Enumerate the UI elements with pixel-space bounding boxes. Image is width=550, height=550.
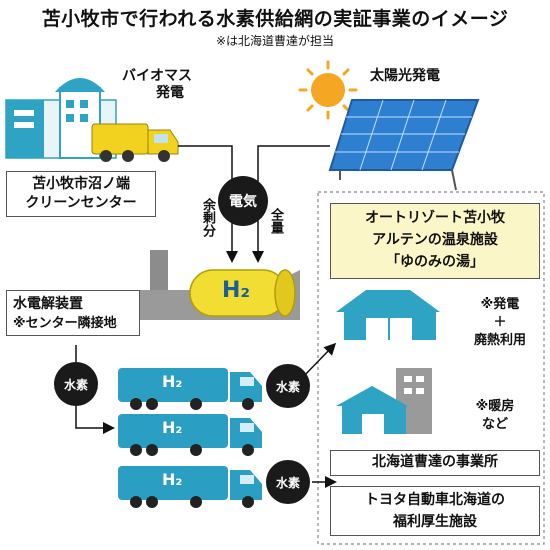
truck-1-h2-label: H₂ <box>162 372 183 391</box>
heating-note-line-2: など <box>481 417 508 432</box>
biomass-label: バイオマス 発電 <box>122 68 192 102</box>
page-title: 苫小牧市で行われる水素供給網の実証事業のイメージ <box>41 8 509 30</box>
solar-label: 太陽光発電 <box>370 68 440 84</box>
hydrogen-circle-upper: 水素 <box>266 364 310 408</box>
electrolyzer-plant-icon <box>140 250 300 320</box>
electrolyzer-line-1: 水電解装置 <box>13 296 83 312</box>
electricity-circle: 電気 <box>218 176 268 226</box>
electrolyzer-line-2: ※センター隣接地 <box>13 316 117 331</box>
soda-office-icon <box>336 368 432 434</box>
sun-icon <box>298 60 358 120</box>
hot-spring-facility-icon <box>336 290 440 340</box>
tank-h2-label: H₂ <box>222 278 251 303</box>
power-note-line-1: ※発電 <box>480 297 520 312</box>
hydrogen-truck-2-icon <box>118 414 262 456</box>
hydrogen-truck-3-icon <box>118 466 262 508</box>
resort-line-2: アルテンの温泉施設 <box>372 232 498 248</box>
truck-2-h2-label: H₂ <box>162 418 183 437</box>
full-amount-label: 全量 <box>268 208 283 234</box>
solar-panel-icon <box>328 99 480 191</box>
biomass-label-line-1: バイオマス <box>122 68 192 84</box>
power-note-line-3: 廃熱利用 <box>473 333 526 348</box>
hydrogen-circle-left: 水素 <box>54 362 98 406</box>
toyota-line-2: 福利厚生施設 <box>393 514 477 530</box>
heating-note: ※暖房 など <box>460 398 530 434</box>
hydrogen-truck-1-icon <box>118 368 262 410</box>
power-note-line-2: ＋ <box>493 315 507 330</box>
clean-center-line-1: 苫小牧市沼ノ端 <box>32 176 130 192</box>
soda-office-box: 北海道曹達の事業所 <box>330 450 540 476</box>
hydrogen-circle-lower: 水素 <box>266 460 310 504</box>
power-heat-note: ※発電 ＋ 廃熱利用 <box>460 296 540 350</box>
biomass-label-line-2: 発電 <box>156 85 184 101</box>
toyota-box: トヨタ自動車北海道の 福利厚生施設 <box>330 486 540 536</box>
biomass-plant-icon <box>5 78 117 159</box>
heating-note-line-1: ※暖房 <box>475 399 515 414</box>
resort-line-3: 「ゆのみの湯」 <box>386 254 484 270</box>
page-subtitle: ※は北海道曹達が担当 <box>215 34 335 48</box>
toyota-line-1: トヨタ自動車北海道の <box>365 492 505 508</box>
electrolyzer-box: 水電解装置 ※センター隣接地 <box>6 290 140 336</box>
garbage-truck-icon <box>91 123 179 162</box>
resort-box: オートリゾート苫小牧 アルテンの温泉施設 「ゆのみの湯」 <box>330 203 540 279</box>
clean-center-line-2: クリーンセンター <box>25 195 137 211</box>
resort-line-1: オートリゾート苫小牧 <box>365 210 505 226</box>
clean-center-box: 苫小牧市沼ノ端 クリーンセンター <box>6 171 156 217</box>
surplus-label: 余剰分 <box>200 198 215 237</box>
truck-3-h2-label: H₂ <box>162 470 183 489</box>
destination-region <box>317 191 545 545</box>
